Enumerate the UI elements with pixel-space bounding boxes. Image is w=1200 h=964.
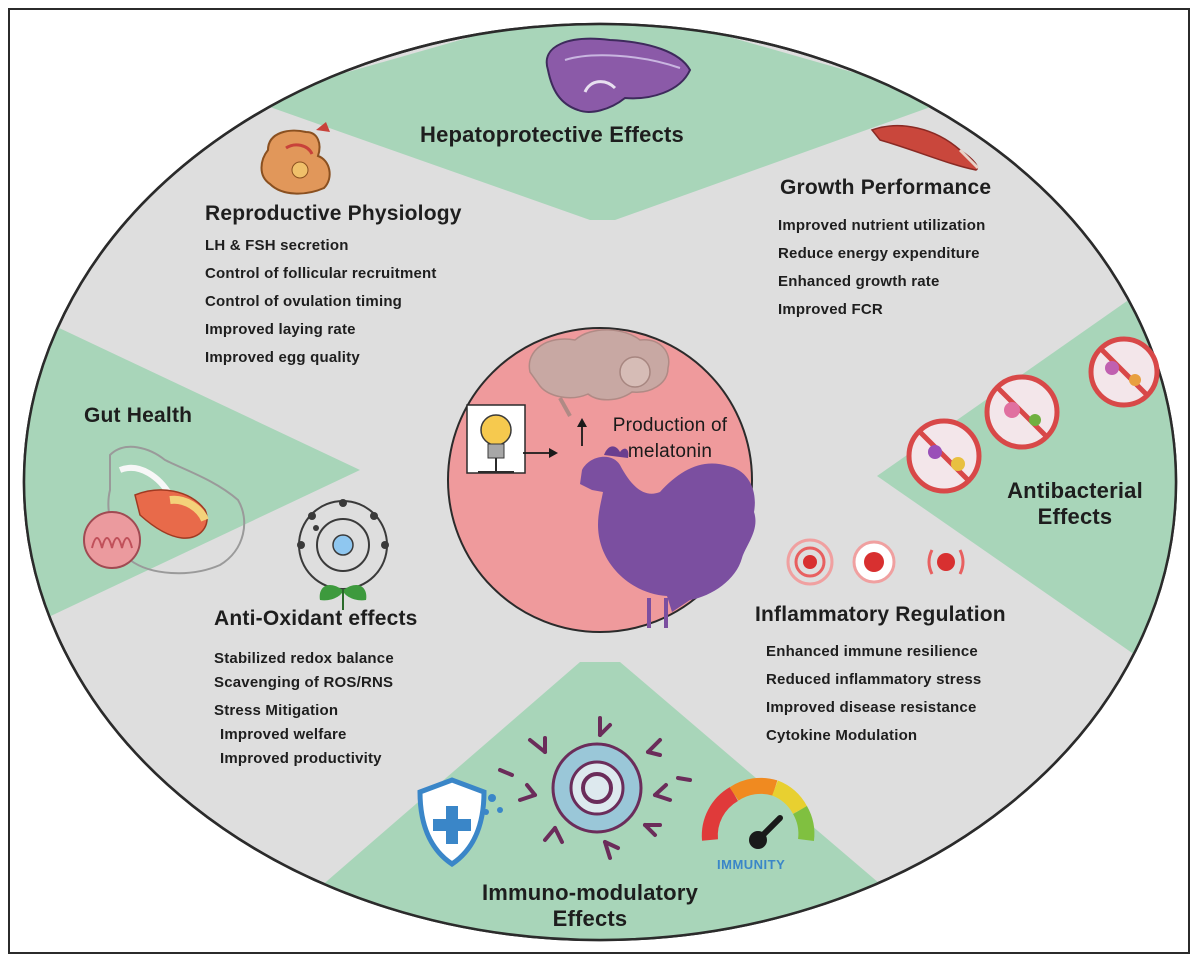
atom-leaf-icon — [297, 499, 389, 610]
antibody-virus-icon — [498, 716, 692, 860]
inflammatory-item: Cytokine Modulation — [766, 727, 918, 744]
reproductive-item: Improved egg quality — [205, 349, 360, 366]
hen-anatomy-icon — [260, 122, 331, 195]
antioxidant-item: Improved productivity — [220, 750, 382, 767]
growth-item: Improved FCR — [778, 301, 883, 318]
antioxidant-item: Stabilized redox balance — [214, 650, 394, 667]
immunity-gauge-label: IMMUNITY — [717, 857, 786, 872]
gut-anatomy-icon — [83, 445, 246, 575]
reproductive-item: Control of ovulation timing — [205, 293, 403, 310]
gut-health-title: Gut Health — [84, 404, 193, 427]
growth-item: Improved nutrient utilization — [778, 217, 986, 234]
hen-silhouette-icon — [580, 446, 756, 628]
brain-icon — [528, 329, 670, 417]
growth-list: Improved nutrient utilization Reduce ene… — [778, 212, 985, 324]
immunity-gauge-icon — [701, 777, 815, 849]
antioxidant-title: Anti-Oxidant effects — [214, 607, 418, 630]
shield-plus-icon — [417, 777, 503, 868]
liver-icon — [545, 37, 692, 113]
hepatoprotective-title: Hepatoprotective Effects — [420, 122, 684, 147]
inflammatory-title: Inflammatory Regulation — [755, 603, 1006, 626]
inflammatory-item: Reduced inflammatory stress — [766, 671, 982, 688]
inflammatory-item: Improved disease resistance — [766, 699, 977, 716]
figure-frame — [8, 8, 1190, 954]
growth-item: Reduce energy expenditure — [778, 245, 980, 262]
light-bulb-icon — [466, 404, 526, 474]
growth-title: Growth Performance — [780, 176, 992, 199]
inflammation-rings-icon — [786, 538, 965, 586]
growth-item: Enhanced growth rate — [778, 273, 940, 290]
reproductive-item: Improved laying rate — [205, 321, 356, 338]
antioxidant-item: Scavenging of ROS/RNS — [214, 674, 394, 691]
reproductive-title: Reproductive Physiology — [205, 202, 462, 225]
reproductive-item: LH & FSH secretion — [205, 237, 349, 254]
antioxidant-item: Stress Mitigation — [214, 702, 339, 719]
inflammatory-item: Enhanced immune resilience — [766, 643, 978, 660]
center-label: Production of melatonin — [612, 415, 728, 462]
arrow-up-icon — [577, 418, 587, 446]
antibacterial-title: Antibacterial Effects — [1007, 478, 1143, 529]
bacteria-prohibited-icon — [906, 336, 1160, 494]
reproductive-list: LH & FSH secretion Control of follicular… — [205, 232, 437, 372]
reproductive-item: Control of follicular recruitment — [205, 265, 437, 282]
muscle-icon — [870, 125, 980, 171]
arrow-right-icon — [523, 448, 558, 458]
antioxidant-list: Stabilized redox balance Scavenging of R… — [214, 647, 394, 771]
inflammatory-list: Enhanced immune resilience Reduced infla… — [766, 638, 981, 750]
immuno-modulatory-title: Immuno-modulatory Effects — [481, 880, 699, 931]
antioxidant-item: Improved welfare — [220, 726, 347, 743]
